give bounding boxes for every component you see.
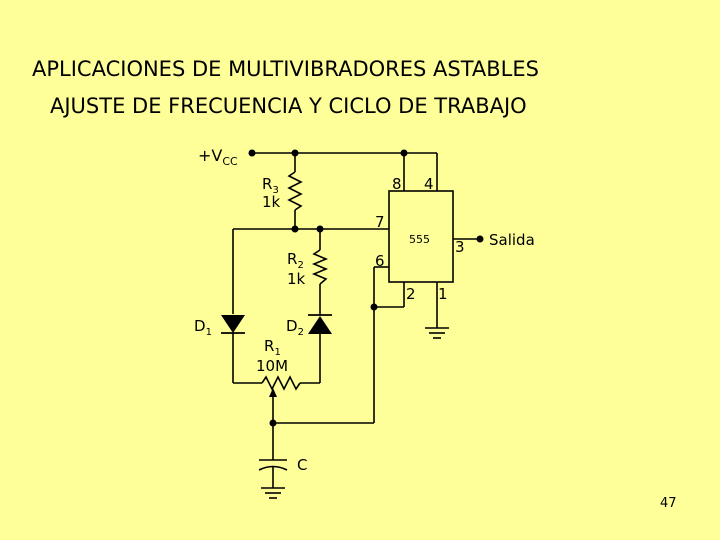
r2-resistor-zigzag [311, 249, 329, 285]
r3-value-label: 1k [262, 193, 281, 211]
circuit-wires [232, 152, 480, 499]
pin-3-label: 3 [455, 238, 465, 256]
pin-7-label: 7 [375, 213, 385, 231]
pin-4-label: 4 [424, 175, 434, 193]
r1-value-label: 10M [256, 357, 288, 375]
r3-resistor-zigzag [287, 171, 303, 211]
d1-label: D1 [194, 317, 212, 338]
slide-title-line-2: AJUSTE DE FRECUENCIA Y CICLO DE TRABAJO [50, 94, 527, 118]
junction-dots [248, 149, 484, 427]
d2-diode-symbol [308, 316, 332, 334]
r1-name-label: R1 [264, 337, 281, 358]
vcc-label: +VCC [198, 146, 238, 168]
ic-555-box [388, 190, 454, 283]
capacitor-label: C [297, 456, 307, 474]
pin-1-label: 1 [438, 285, 448, 303]
page-number: 47 [660, 496, 677, 511]
d1-diode-symbol [221, 315, 245, 333]
output-label: Salida [489, 231, 535, 249]
r1-potentiometer-zigzag [261, 375, 301, 391]
pin-8-label: 8 [392, 175, 402, 193]
r3-name-label: R3 [262, 175, 279, 196]
potentiometer-wiper-arrow [269, 388, 277, 397]
r2-value-label: 1k [287, 270, 306, 288]
r2-name-label: R2 [287, 250, 304, 271]
slide-title-line-1: APLICACIONES DE MULTIVIBRADORES ASTABLES [32, 57, 539, 81]
pin-6-label: 6 [375, 252, 385, 270]
ic-555-label: 555 [409, 233, 430, 246]
pin-2-label: 2 [406, 285, 416, 303]
d2-label: D2 [286, 317, 304, 338]
